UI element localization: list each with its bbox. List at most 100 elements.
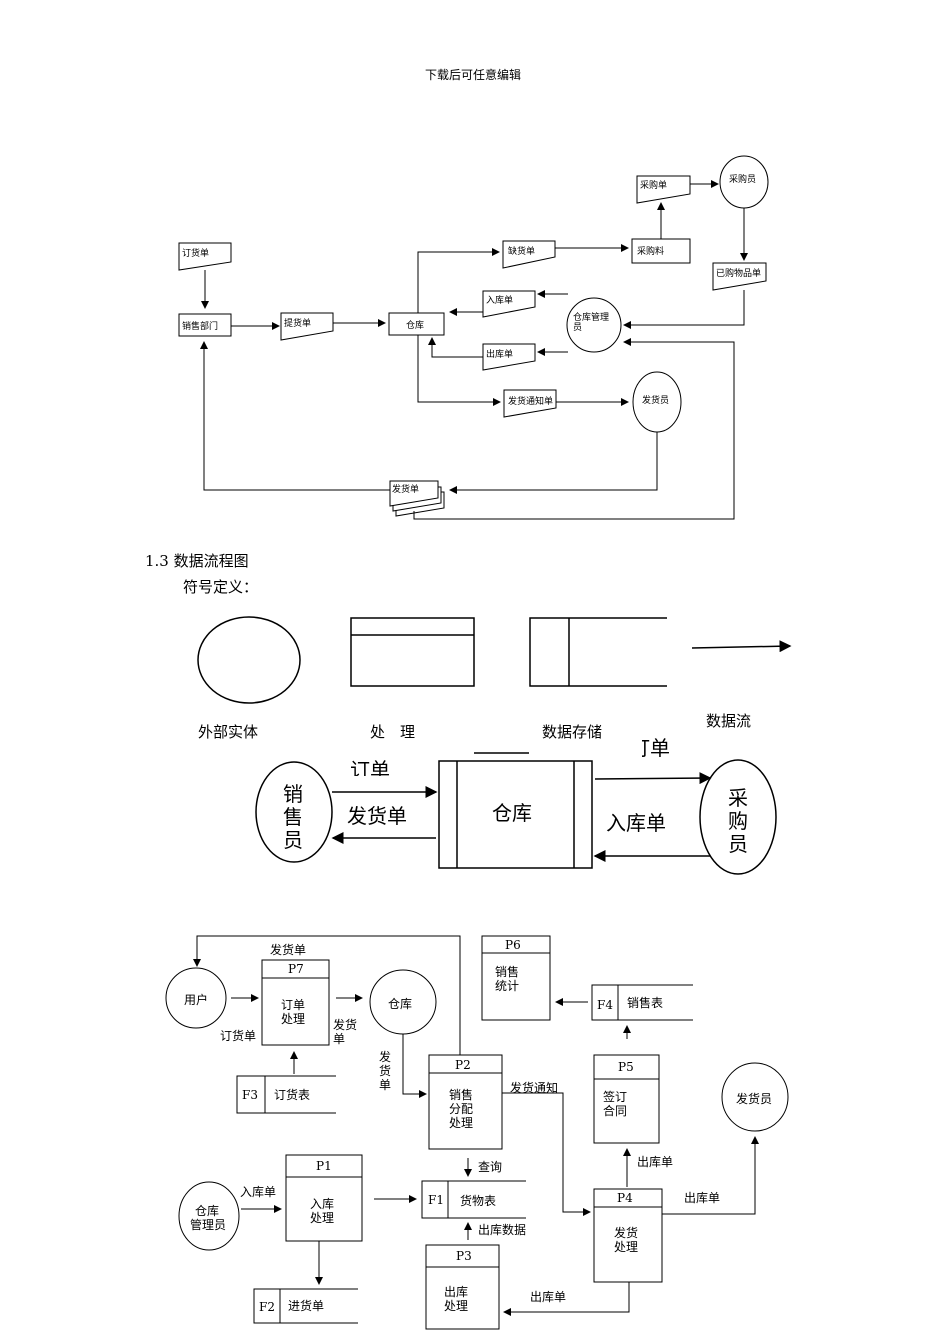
p4-id: P4 [617, 1191, 633, 1205]
delivery-v-2: 货 [379, 1064, 392, 1078]
legend-entity-label: 外部实体 [198, 723, 259, 741]
symbol-definition: 符号定义： [183, 578, 259, 596]
f4-name: 销售表 [627, 996, 664, 1010]
salesperson-circle [255, 761, 333, 863]
buyer-label: 采购员 [729, 175, 757, 185]
p1-name-2: 处理 [310, 1211, 335, 1225]
order-form-label: 订货单 [182, 249, 210, 259]
stock-out-data-label: 出库数据 [478, 1223, 527, 1237]
delivery-v-3: 单 [379, 1078, 392, 1092]
delivery-form-flow-2: 单 [333, 1032, 346, 1046]
p1-name-1: 入库 [310, 1197, 335, 1211]
f4-id: F4 [597, 998, 613, 1012]
p6-name-1: 销售 [495, 965, 520, 979]
p3-name-2: 处理 [444, 1299, 469, 1313]
p4-name-2: 处理 [614, 1240, 639, 1254]
order-label-cut: 订单 [642, 736, 670, 759]
warehouse-manager-label: 仓库管理员 [573, 313, 610, 333]
stock-in-doc [482, 290, 536, 318]
stock-out-label: 出库单 [486, 350, 514, 360]
delivery-form-label: 发货单 [392, 485, 420, 495]
purchase-form-doc [636, 175, 691, 204]
stock-out-to-p5-label: 出库单 [637, 1155, 674, 1169]
delivery-notice-label: 发货通知 [510, 1081, 559, 1095]
f1-name: 货物表 [460, 1194, 497, 1208]
buyer-big-circle [699, 759, 777, 875]
warehouse-label: 仓库 [406, 321, 425, 331]
legend-store-symbol [529, 617, 667, 687]
buyer-char-1: 采 [728, 786, 748, 810]
p2-name-1: 销售 [449, 1088, 474, 1102]
f2-store [253, 1288, 358, 1324]
p3-process [425, 1244, 500, 1330]
f1-id: F1 [428, 1193, 444, 1207]
stock-out-to-shipper-label: 出库单 [684, 1191, 721, 1205]
f2-id: F2 [259, 1300, 275, 1314]
p2-id: P2 [455, 1058, 471, 1072]
salesperson-char-2: 售 [283, 805, 303, 829]
p3-name-1: 出库 [444, 1285, 469, 1299]
p6-id: P6 [505, 938, 521, 952]
p7-name-2: 处理 [281, 1012, 306, 1026]
buyer-char-3: 员 [728, 832, 748, 856]
warehouse-box [388, 312, 445, 336]
stock-out-doc [482, 343, 536, 371]
f3-id: F3 [242, 1088, 258, 1102]
p5-id: P5 [618, 1060, 634, 1074]
order-label-box: 订单 [350, 760, 394, 776]
p6-name-2: 统计 [495, 979, 520, 993]
p4-name-1: 发货 [614, 1226, 639, 1240]
shipper-big-circle [721, 1062, 789, 1132]
warehouse-manager-circle [566, 297, 622, 353]
shortage-form-doc [502, 240, 556, 269]
purchased-goods-label: 已购物品单 [716, 269, 762, 279]
shipper-label: 发货员 [642, 396, 670, 406]
wh-manager-label-2: 管理员 [190, 1218, 227, 1232]
p5-name-1: 签订 [603, 1090, 628, 1104]
legend-entity-symbol [197, 616, 301, 704]
pick-form-label: 提货单 [284, 319, 312, 329]
f1-store [421, 1180, 526, 1219]
f3-name: 订货表 [274, 1088, 311, 1102]
p2-name-2: 分配 [449, 1102, 474, 1116]
p1-process [285, 1154, 363, 1242]
purchase-material-label: 采购料 [637, 247, 665, 257]
p5-process [593, 1054, 660, 1144]
p3-id: P3 [456, 1249, 472, 1263]
wh-manager-label-1: 仓库 [195, 1204, 220, 1218]
order-label: 订单 [350, 760, 390, 776]
p2-name-3: 处理 [449, 1116, 474, 1130]
wh-manager-circle [178, 1181, 240, 1251]
order-form-doc [178, 242, 232, 271]
legend-flow-label: 数据流 [706, 712, 752, 730]
stock-in-big-label: 入库单 [606, 811, 666, 835]
legend-process-symbol [350, 617, 475, 687]
p4-process [593, 1188, 663, 1283]
purchased-goods-doc [712, 262, 767, 291]
delivery-notice-label: 发货通知单 [508, 397, 554, 407]
p7-name-1: 订单 [281, 998, 306, 1012]
legend-store-label: 数据存储 [542, 723, 603, 741]
stock-in-flow-label: 入库单 [240, 1185, 277, 1199]
shortage-form-label: 缺货单 [508, 247, 536, 257]
p6-process [481, 935, 551, 1021]
query-label: 查询 [478, 1160, 503, 1174]
stock-out-to-p3-label: 出库单 [530, 1290, 567, 1304]
section-heading: 1.3 数据流程图 [145, 552, 249, 570]
order-label-cut-box: 订单 [642, 733, 676, 759]
legend-process-label: 处 理 [370, 723, 416, 741]
stock-in-label: 入库单 [486, 296, 514, 306]
order-form-flow-label: 订货单 [220, 1029, 257, 1043]
salesperson-char-1: 销 [283, 782, 303, 806]
purchase-form-label: 采购单 [640, 181, 668, 191]
f3-store [236, 1075, 336, 1114]
sales-dept-box [178, 313, 232, 337]
p1-id: P1 [316, 1159, 332, 1173]
buyer-char-2: 购 [728, 809, 748, 833]
warehouse-store-label: 仓库 [492, 801, 532, 825]
warehouse-store [438, 760, 593, 869]
f2-name: 进货单 [288, 1299, 325, 1313]
page-header-note: 下载后可任意编辑 [425, 68, 522, 82]
delivery-form-flow-1: 发货 [333, 1018, 358, 1032]
